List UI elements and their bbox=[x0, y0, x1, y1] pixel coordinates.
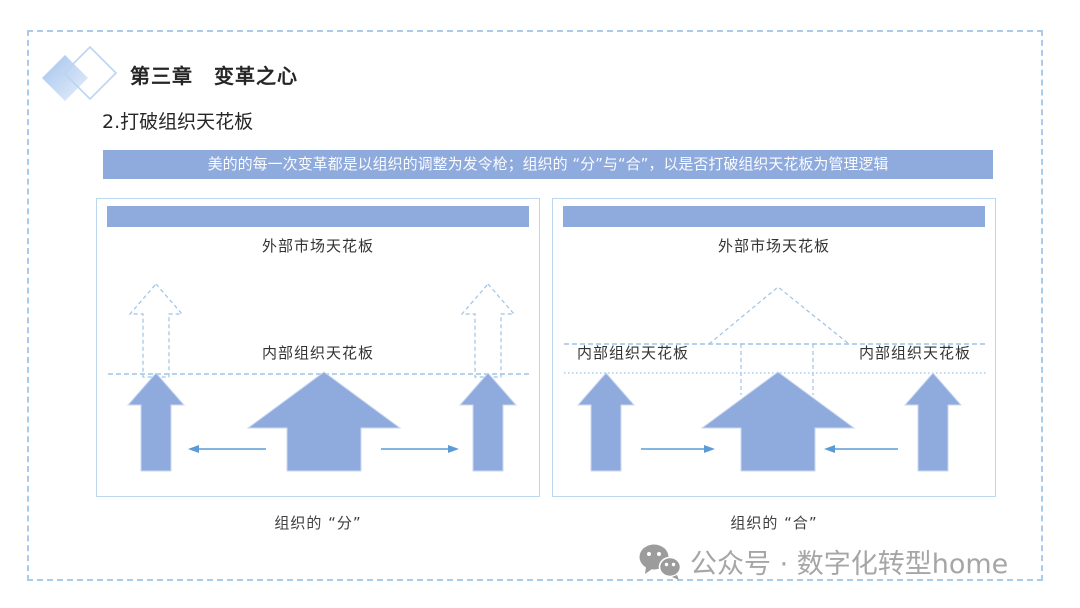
split-diagram bbox=[108, 283, 530, 472]
internal-ceiling-label: 内部组织天花板 bbox=[261, 344, 374, 362]
internal-ceiling-label-right: 内部组织天花板 bbox=[858, 344, 971, 362]
panel-header-bar bbox=[563, 206, 985, 227]
diamond-logo-icon bbox=[40, 44, 120, 110]
external-ceiling-label: 外部市场天花板 bbox=[261, 237, 374, 255]
internal-ceiling-label-left: 内部组织天花板 bbox=[576, 344, 689, 362]
caption-merge: 组织的 “合” bbox=[730, 514, 818, 532]
merge-diagram bbox=[564, 286, 986, 472]
section-title: 2.打破组织天花板 bbox=[102, 111, 254, 133]
panel-organization-merge: 外部市场天花板 内部组织天花板 内部组织天花板 bbox=[552, 198, 996, 497]
panel-header-bar bbox=[107, 206, 529, 227]
external-ceiling-label: 外部市场天花板 bbox=[717, 237, 830, 255]
chapter-title: 第三章 变革之心 bbox=[130, 64, 298, 88]
watermark: 公众号 · 数字化转型home bbox=[638, 542, 1008, 581]
watermark-text: 公众号 · 数字化转型home bbox=[690, 549, 1009, 580]
wechat-icon bbox=[638, 543, 682, 581]
panel-organization-split: 外部市场天花板 内部组织天花板 bbox=[96, 198, 540, 497]
slide-dashed-border bbox=[27, 30, 1043, 581]
caption-split: 组织的 “分” bbox=[274, 514, 362, 532]
key-message-banner: 美的的每一次变革都是以组织的调整为发令枪；组织的 “分”与“合”，以是否打破组织… bbox=[103, 150, 993, 179]
